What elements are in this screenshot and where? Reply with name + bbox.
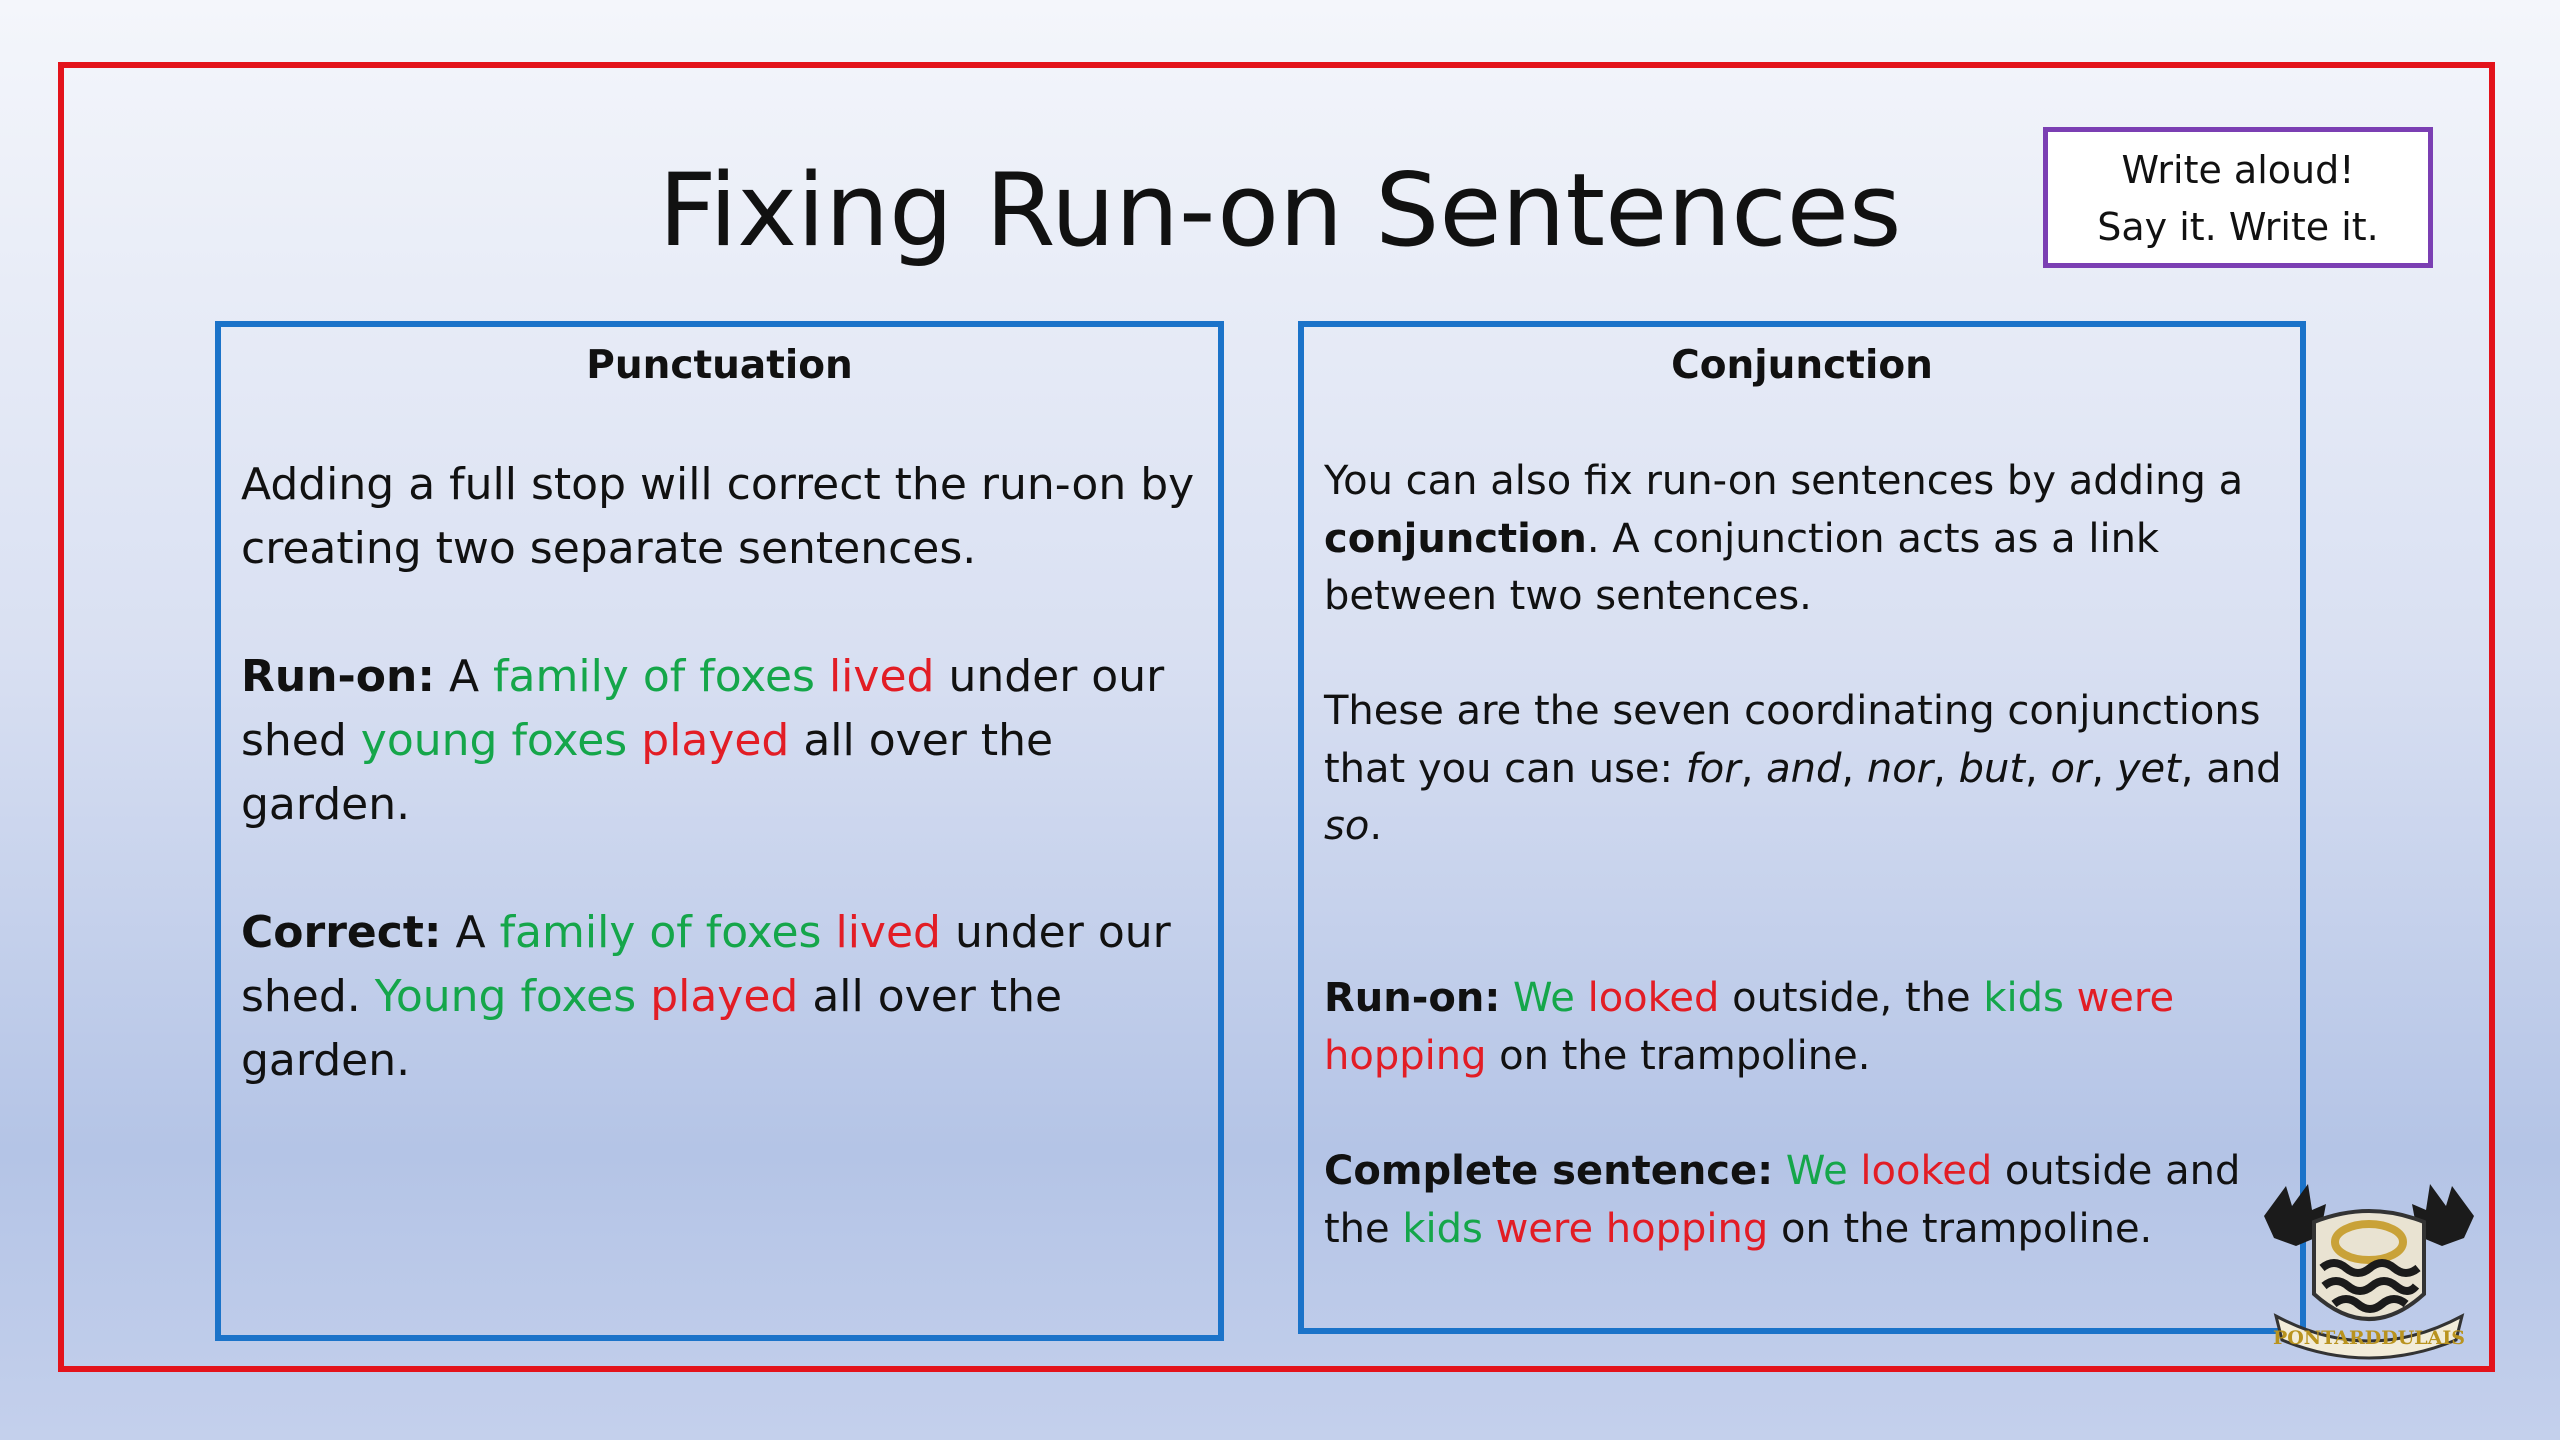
conjunction-word: and [1766, 745, 1842, 792]
runon-label: Run-on: [1324, 975, 1501, 1021]
complete-label: Complete sentence: [1324, 1148, 1774, 1194]
subject-text: family of foxes [493, 651, 815, 702]
text [1500, 975, 1513, 1021]
text [1483, 1206, 1496, 1252]
text: You can also fix run-on sentences by add… [1324, 458, 2244, 504]
subject-text: Young foxes [374, 971, 637, 1022]
text: on the trampoline. [1486, 1032, 1871, 1079]
conjunction-runon-example: Run-on: We looked outside, the kids were… [1324, 970, 2284, 1085]
text: , and [2180, 745, 2282, 792]
verb-text: lived [835, 907, 941, 958]
text: , [1740, 745, 1767, 792]
conjunction-word: or [2050, 745, 2092, 792]
subject-text: kids [1402, 1205, 1483, 1252]
conjunction-term: conjunction [1324, 515, 1587, 562]
runon-label: Run-on: [241, 651, 435, 702]
text: . A conjunction acts as a link between t… [1324, 515, 2160, 620]
crest-banner-text: PONTARDDULAIS [2273, 1327, 2465, 1349]
punctuation-intro: Adding a full stop will correct the run-… [241, 459, 1195, 574]
text: A [441, 907, 500, 958]
punctuation-panel: Punctuation Adding a full stop will corr… [215, 321, 1224, 1341]
verb-text: looked [1587, 975, 1720, 1021]
verb-text: were hopping [1495, 1205, 1769, 1252]
conjunction-complete-example: Complete sentence: We looked outside and… [1324, 1143, 2284, 1258]
subject-text: family of foxes [499, 907, 822, 958]
text: outside and the [1324, 1148, 2241, 1252]
text [636, 971, 650, 1022]
punctuation-heading: Punctuation [586, 343, 853, 388]
verb-text: looked [1860, 1148, 1993, 1194]
punctuation-correct-example: Correct: A family of foxes lived under o… [241, 901, 1202, 1093]
slide-frame [58, 62, 2495, 1372]
subject-text: We [1513, 975, 1575, 1021]
text [1575, 975, 1588, 1021]
subject-text: We [1785, 1148, 1848, 1194]
text: These are the seven coordinating conjunc… [1324, 688, 2261, 792]
conjunction-list: These are the seven coordinating conjunc… [1324, 683, 2284, 856]
text: all over the garden. [241, 715, 1054, 830]
text [821, 907, 835, 958]
slide-title: Fixing Run-on Sentences [658, 151, 1902, 269]
text [815, 651, 829, 702]
conjunction-word: for [1685, 745, 1741, 792]
text: outside, the [1719, 975, 1984, 1021]
conjunction-word: nor [1866, 745, 1934, 792]
text [627, 715, 641, 766]
text: all over the garden. [241, 971, 1063, 1086]
conjunction-word: so [1324, 803, 1370, 849]
conjunction-panel: Conjunction You can also fix run-on sent… [1298, 321, 2306, 1334]
verb-text: lived [828, 651, 935, 702]
text: A [434, 651, 494, 702]
text: , [1841, 745, 1867, 792]
school-crest-icon: PONTARDDULAIS [2264, 1184, 2474, 1360]
text: . [1369, 803, 1383, 849]
conjunction-heading: Conjunction [1671, 343, 1933, 388]
text [1773, 1148, 1786, 1194]
subject-text: kids [1983, 975, 2064, 1021]
conjunction-word: yet [2116, 745, 2181, 792]
callout-line-1: Write aloud! [2121, 148, 2355, 192]
text: , [1933, 745, 1959, 792]
text: under our shed [241, 651, 1165, 766]
write-aloud-callout: Write aloud! Say it. Write it. [2043, 127, 2433, 268]
conjunction-intro: You can also fix run-on sentences by add… [1324, 453, 2284, 626]
text [1848, 1148, 1861, 1194]
subject-text: young foxes [360, 715, 628, 766]
text: , [2091, 745, 2117, 792]
text [2064, 975, 2077, 1021]
verb-text: played [641, 715, 790, 766]
conjunction-word: but [1958, 745, 2026, 792]
callout-line-2: Say it. Write it. [2097, 205, 2379, 249]
text: , [2025, 745, 2051, 792]
verb-text: were hopping [1324, 975, 2175, 1079]
punctuation-runon-example: Run-on: A family of foxes lived under ou… [241, 645, 1202, 837]
text: under our shed. [241, 907, 1171, 1022]
correct-label: Correct: [241, 907, 442, 958]
text: on the trampoline. [1768, 1205, 2153, 1252]
verb-text: played [650, 971, 799, 1022]
